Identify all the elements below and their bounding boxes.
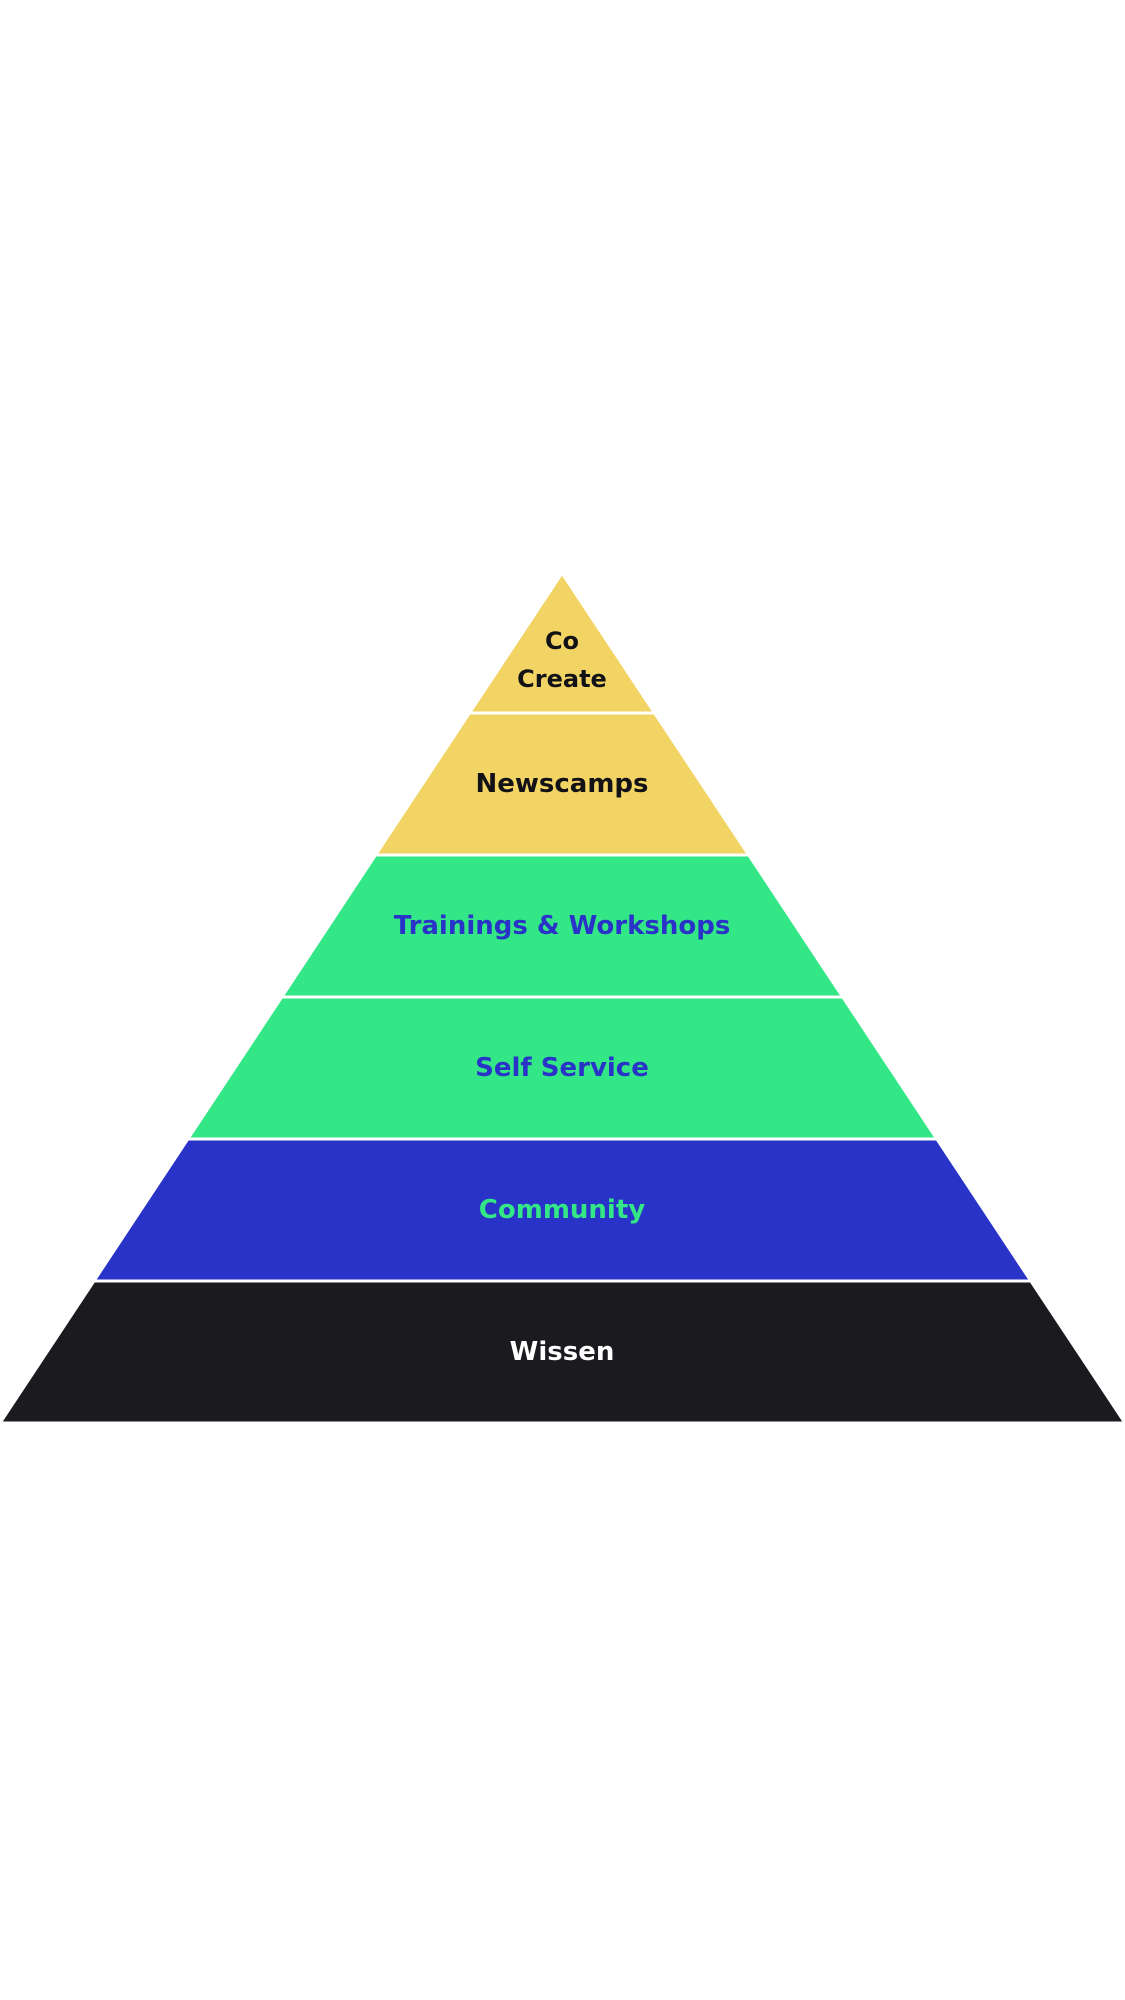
pyramid-tier-label-line: Self Service (475, 1053, 649, 1083)
pyramid-tier-label-2: Newscamps (475, 769, 648, 799)
pyramid-tier-label-line: Trainings & Workshops (394, 911, 731, 941)
pyramid-tier-6 (0, 1279, 1125, 1425)
pyramid-tier-label-4: Self Service (475, 1053, 649, 1083)
pyramid-tiers (0, 571, 1125, 1425)
pyramid-tier-label-line: Wissen (510, 1337, 615, 1367)
pyramid-tier-label-5: Community (479, 1195, 645, 1225)
pyramid-tier-label-line: Newscamps (475, 769, 648, 799)
pyramid-tier-label-line: Community (479, 1195, 645, 1225)
pyramid-tier-label-line: Co (545, 627, 579, 655)
pyramid-tier-label-line: Create (517, 665, 607, 693)
pyramid-tier-label-6: Wissen (510, 1337, 615, 1367)
pyramid-tier-label-3: Trainings & Workshops (394, 911, 731, 941)
